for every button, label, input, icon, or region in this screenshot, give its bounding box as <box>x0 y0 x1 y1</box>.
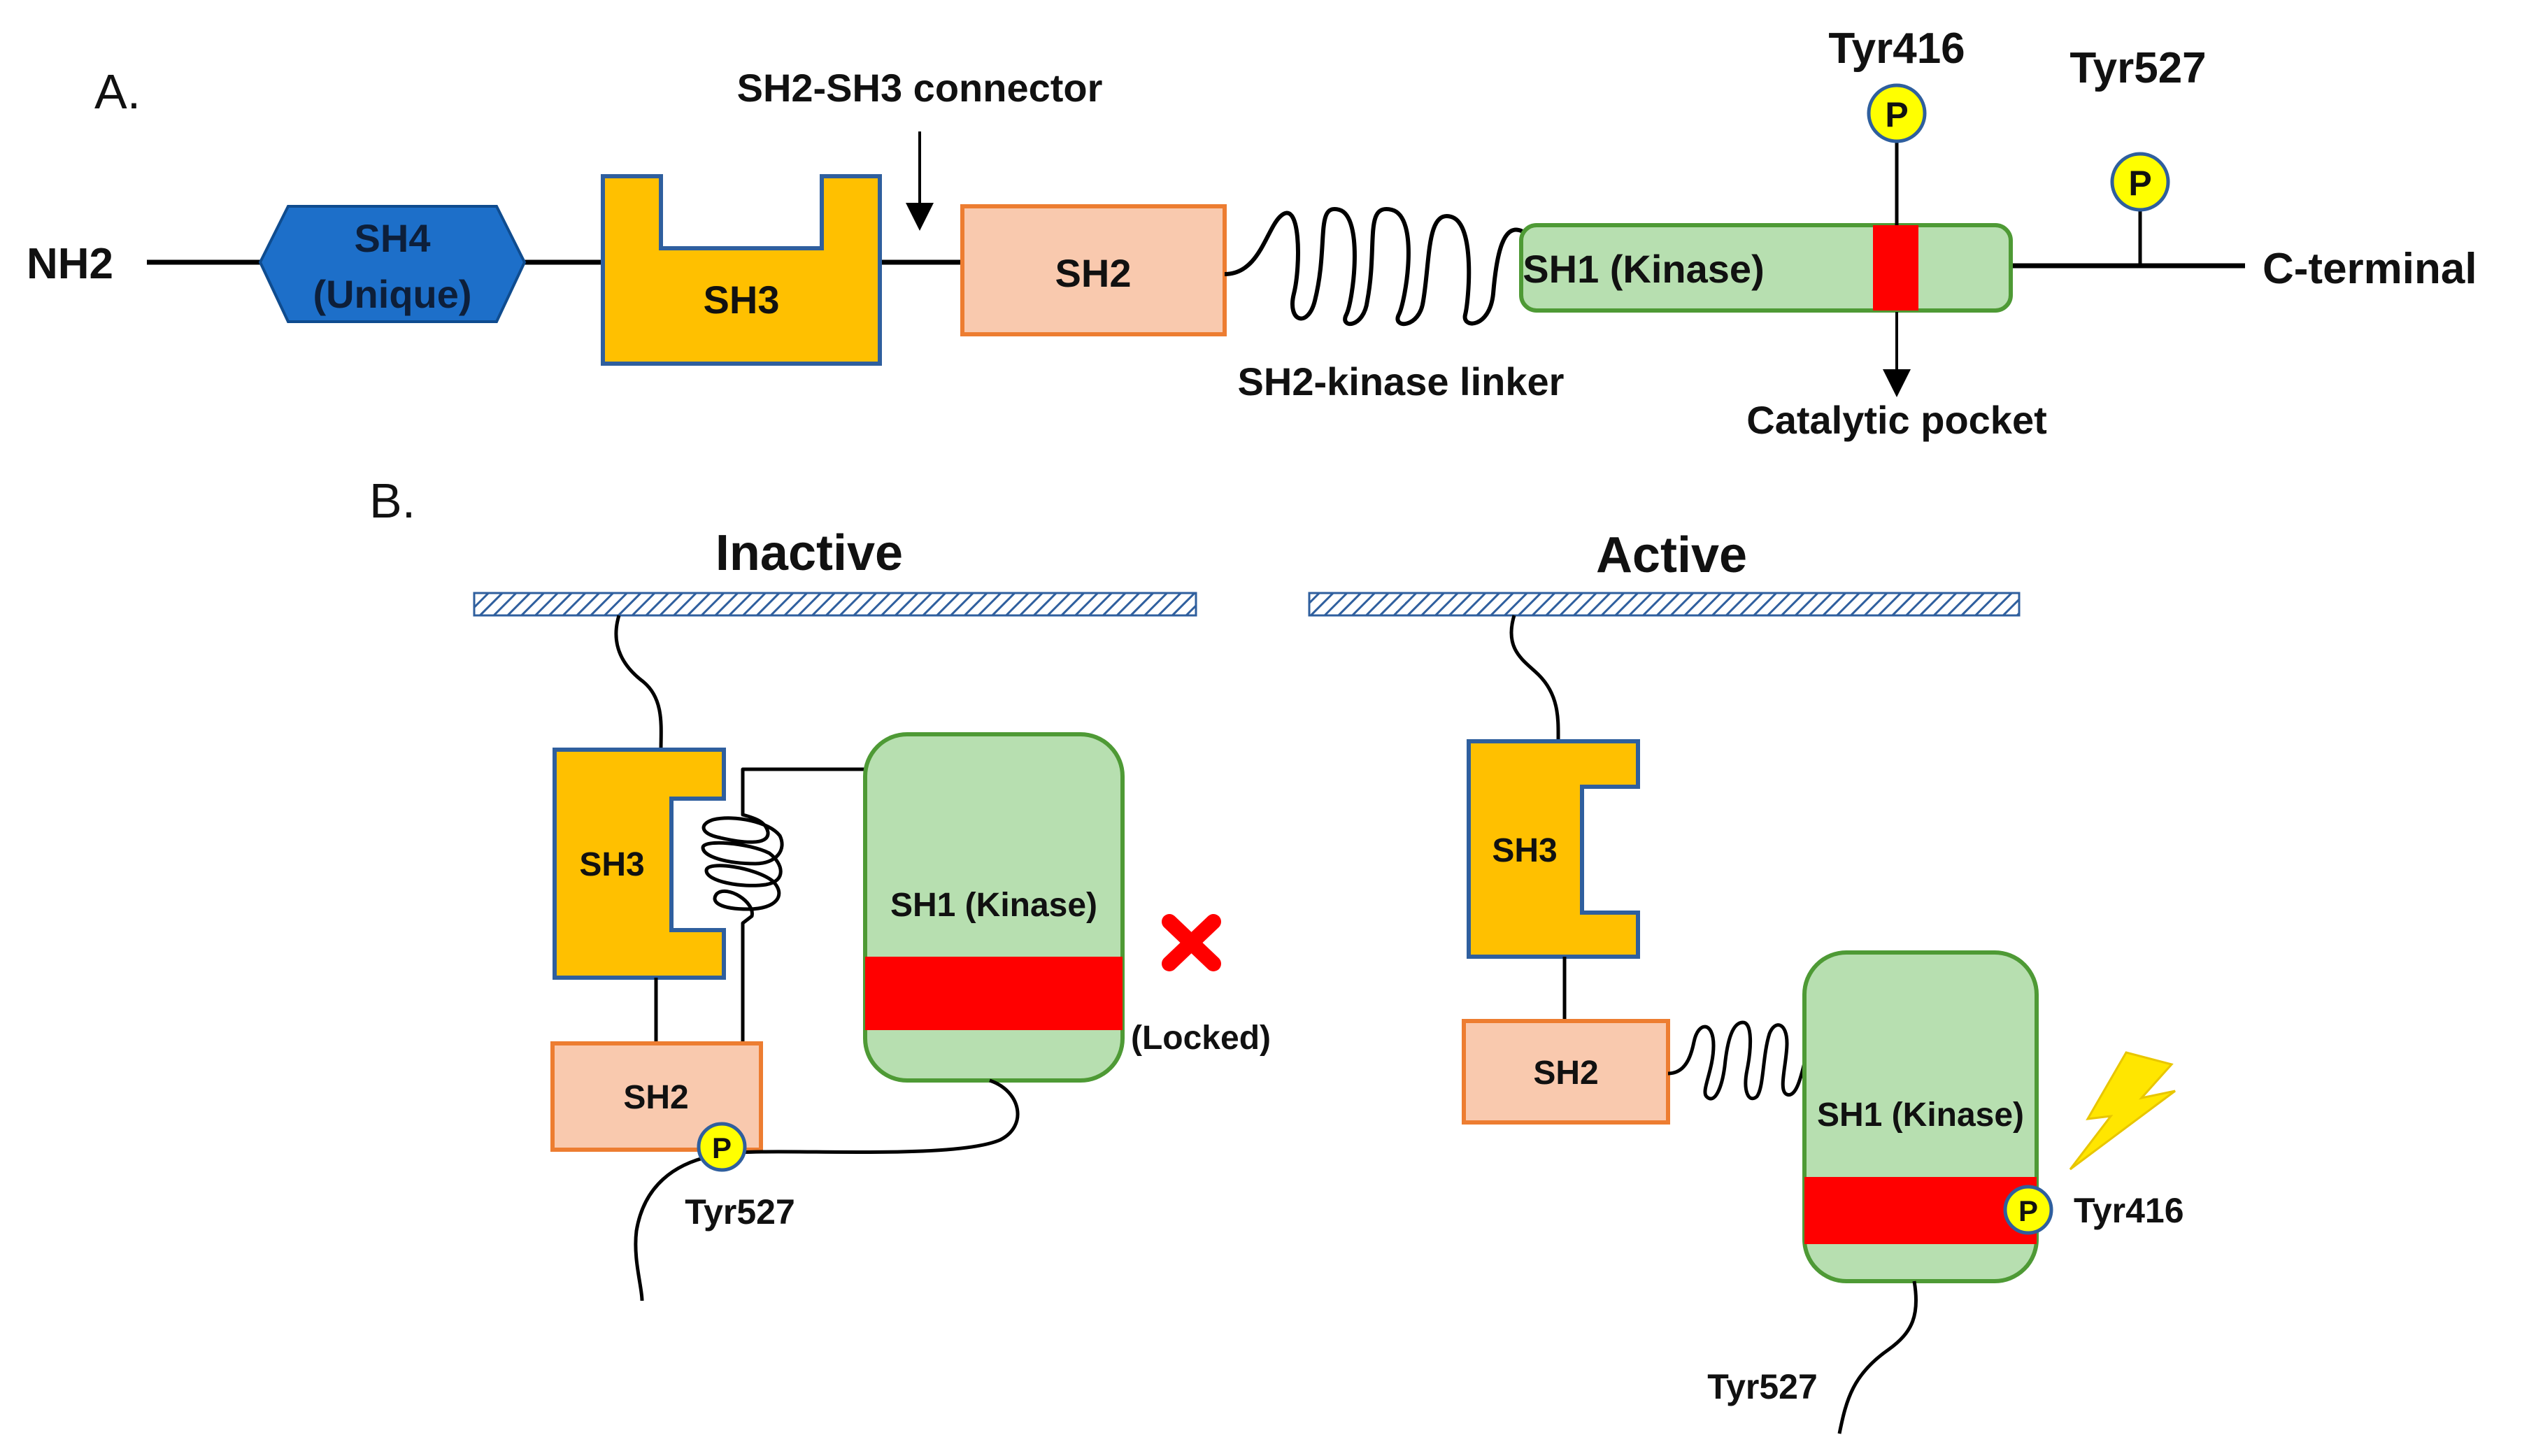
c-terminal-label: C-terminal <box>2263 245 2477 293</box>
nh2-label: NH2 <box>27 240 113 288</box>
tyr416-phospho-letter: P <box>1885 95 1908 134</box>
tyr527-phospho-marker <box>2110 152 2170 212</box>
tyr416-phospho-marker <box>1867 83 1927 143</box>
sh2-kinase-linker-coil <box>1224 206 1531 327</box>
sh2-sh3-connector-label: SH2-SH3 connector <box>737 66 1103 110</box>
sh3-domain <box>601 174 882 366</box>
sh3-label: SH3 <box>704 278 780 322</box>
inactive-state: Inactive SH3 SH2 SH1 (Kinase) P Tyr5 <box>473 525 1271 1301</box>
active-sh1-label: SH1 (Kinase) <box>1817 1097 2024 1134</box>
sh1-label: SH1 (Kinase) <box>1523 247 1764 291</box>
active-tether <box>1509 615 1560 742</box>
active-catalytic-pocket <box>1804 1177 2037 1244</box>
sh4-domain <box>258 205 527 323</box>
active-membrane <box>1308 592 2021 617</box>
inactive-sh2-label: SH2 <box>623 1079 688 1116</box>
inactive-c-tail <box>634 1078 1020 1301</box>
sh2-domain <box>960 204 1227 336</box>
catalytic-pocket <box>1873 225 1918 311</box>
active-title: Active <box>1596 527 1747 583</box>
inactive-sh1-label: SH1 (Kinase) <box>890 887 1097 924</box>
active-tyr416-label: Tyr416 <box>2074 1191 2184 1230</box>
active-tyr416-phospho-marker <box>2003 1185 2053 1235</box>
inactive-tyr527-label: Tyr527 <box>685 1192 795 1232</box>
tyr527-label: Tyr527 <box>2069 44 2206 92</box>
inactive-tether <box>614 615 663 750</box>
lightning-icon <box>2069 1051 2176 1171</box>
locked-x-icon <box>1162 914 1221 971</box>
active-sh2-label: SH2 <box>1533 1055 1598 1092</box>
tyr416-label: Tyr416 <box>1828 24 1965 73</box>
sh4-label-line2: (Unique) <box>313 272 471 316</box>
tyr527-phospho-letter: P <box>2128 164 2151 203</box>
sh2-kinase-linker-label: SH2-kinase linker <box>1238 359 1565 404</box>
active-c-tail <box>1837 1280 1918 1434</box>
active-sh3-label: SH3 <box>1492 832 1557 869</box>
inactive-sh2-domain <box>550 1041 763 1152</box>
inactive-sh3-domain <box>553 748 726 980</box>
sh2-label: SH2 <box>1055 251 1132 295</box>
inactive-catalytic-pocket <box>865 957 1123 1030</box>
active-sh3-domain <box>1467 739 1640 959</box>
inactive-sh3-label: SH3 <box>579 846 644 883</box>
active-linker-coil <box>1667 1020 1807 1101</box>
panel-a: A. NH2 C-terminal SH4 (Unique) SH3 SH2-S… <box>27 24 2477 442</box>
panel-b-label: B. <box>369 473 415 528</box>
inactive-phospho-letter: P <box>712 1132 732 1164</box>
inactive-title: Inactive <box>715 525 903 581</box>
active-tyr527-label: Tyr527 <box>1707 1367 1818 1406</box>
active-phospho-letter: P <box>2018 1194 2038 1227</box>
inactive-membrane <box>473 592 1197 617</box>
inactive-tyr527-phospho-marker <box>697 1122 747 1172</box>
locked-label: (Locked) <box>1131 1020 1271 1057</box>
active-state: Active SH3 SH2 SH1 (Kinase) P Tyr416 <box>1308 527 2184 1434</box>
catalytic-pocket-label: Catalytic pocket <box>1746 398 2047 442</box>
sh4-label-line1: SH4 <box>355 216 431 260</box>
panel-a-label: A. <box>94 64 141 119</box>
inactive-linker-coil <box>701 767 871 1042</box>
panel-b: B. Inactive SH3 SH2 SH1 (Kinase) <box>369 473 2184 1434</box>
